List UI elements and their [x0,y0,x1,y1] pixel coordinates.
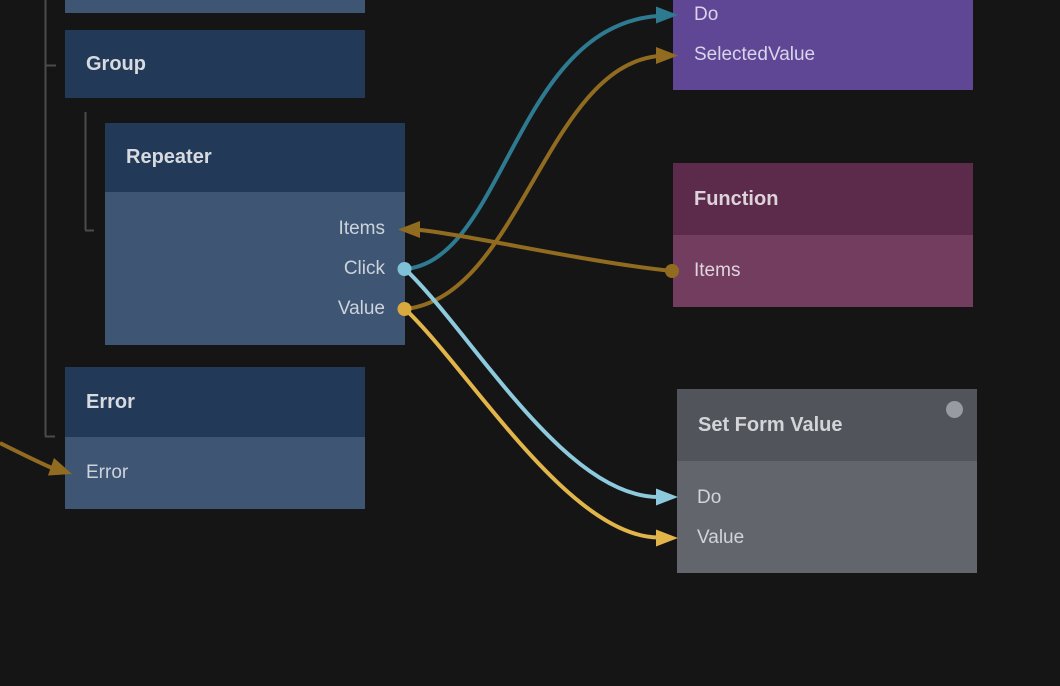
node-set-form-value-title: Set Form Value [698,413,843,436]
port-dot-value[interactable] [397,302,412,316]
wire-value-to-sfv-value[interactable] [403,307,661,540]
arrowhead-icon [656,6,678,24]
arrowhead-icon [656,529,678,547]
port-function-items[interactable]: Items [673,251,973,291]
port-repeater-value[interactable]: Value [105,289,405,329]
node-purple-partial[interactable]: Do SelectedValue [673,0,973,90]
node-set-form-value-header: Set Form Value [677,389,977,461]
node-function-title: Function [694,187,779,210]
port-sfv-value[interactable]: Value [677,518,977,558]
port-sfv-value-label: Value [697,527,745,548]
wire-items-to-items[interactable] [415,227,673,273]
node-error-header: Error [65,367,365,437]
node-group[interactable]: Group [65,30,365,98]
node-function-body: Items [673,235,973,307]
port-repeater-click[interactable]: Click [105,249,405,289]
wire-value-to-selectedvalue[interactable] [404,54,659,311]
node-repeater-header: Repeater [105,123,405,192]
port-repeater-click-label: Click [343,258,385,279]
node-set-form-value-body: Do Value [677,461,977,573]
port-purple-do-label: Do [694,4,719,25]
node-group-title: Group [86,52,146,75]
node-error[interactable]: Error Error [65,367,365,509]
port-dot-function-items[interactable] [665,264,679,278]
port-repeater-items-label: Items [338,218,385,239]
wire-click-to-sfv-do[interactable] [403,267,661,500]
node-group-header: Group [65,30,365,98]
port-function-items-label: Items [694,260,741,281]
arrowhead-icon [48,458,72,476]
node-function[interactable]: Function Items [673,163,973,307]
wire-click-to-do[interactable] [404,14,659,271]
port-purple-selectedvalue-label: SelectedValue [694,44,816,65]
node-error-title: Error [86,390,135,413]
wire-offscreen-to-error[interactable] [0,441,53,470]
arrowhead-icon [656,47,678,64]
hierarchy-guide-line-group [84,112,94,232]
hierarchy-guide-line-root [44,0,56,438]
port-purple-do[interactable]: Do [694,0,718,35]
port-error-error[interactable]: Error [65,453,365,493]
node-status-indicator-icon [946,401,963,418]
arrowhead-icon [656,488,678,506]
node-repeater-title: Repeater [126,146,212,168]
port-error-error-label: Error [86,462,129,483]
node-function-header: Function [673,163,973,235]
node-repeater[interactable]: Repeater Items Click Value [105,123,405,345]
node-set-form-value[interactable]: Set Form Value Do Value [677,389,977,573]
port-repeater-items[interactable]: Items [105,209,405,249]
node-clipped-top-strip[interactable] [65,0,365,13]
port-repeater-value-label: Value [337,298,385,319]
node-error-body: Error [65,437,365,509]
port-sfv-do[interactable]: Do [677,478,977,518]
arrowhead-icon [398,221,420,238]
node-repeater-body: Items Click Value [105,192,405,345]
port-sfv-do-label: Do [697,487,722,508]
port-dot-click[interactable] [397,262,412,276]
port-purple-selectedvalue[interactable]: SelectedValue [694,35,815,75]
